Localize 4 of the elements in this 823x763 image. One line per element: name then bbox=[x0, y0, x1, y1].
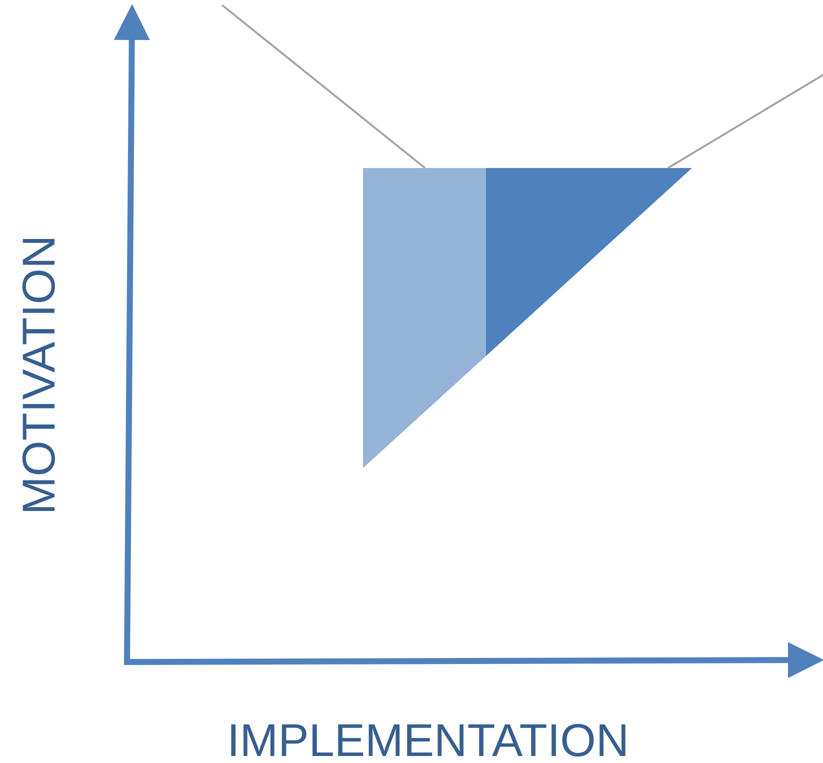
leader-line bbox=[221, 4, 426, 169]
y-axis-label: MOTIVATION bbox=[15, 235, 62, 515]
leader-line bbox=[667, 74, 823, 169]
x-axis-label: IMPLEMENTATION bbox=[227, 717, 630, 763]
